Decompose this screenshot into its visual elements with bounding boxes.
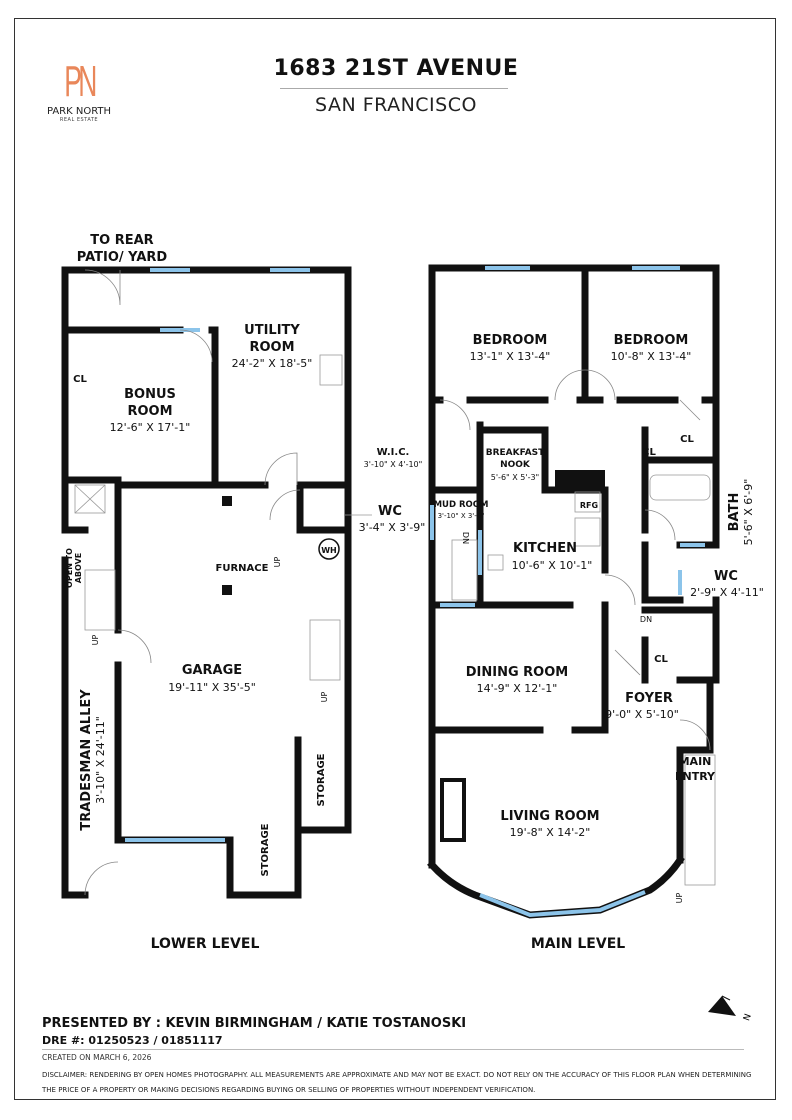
room-dims-bedroom: 13'-1" X 13'-4" [470, 350, 551, 363]
room-name-foyer: FOYER [625, 691, 673, 706]
room-dims-wc: 2'-9" X 4'-11" [690, 586, 764, 599]
room-name-nook: NOOK [500, 460, 531, 470]
level-label-lower: LOWER LEVEL [151, 936, 260, 952]
logo-name: PARK NORTH [46, 106, 112, 117]
room-name-dining: DINING ROOM [466, 665, 568, 680]
page-frame [14, 18, 776, 1100]
room-name-mud-room: MUD ROOM [434, 500, 489, 510]
stair-label: DN [640, 615, 652, 624]
main-entry-label: ENTRY [675, 770, 716, 783]
room-dims-wic: 3'-10" X 4'-10" [364, 460, 423, 469]
room-name-kitchen: KITCHEN [513, 541, 577, 556]
footer-divider [42, 1049, 744, 1050]
stair-label: UP [320, 691, 329, 702]
room-name-tradesman-alley: TRADESMAN ALLEY [79, 689, 94, 831]
exit-label: PATIO/ YARD [77, 250, 168, 265]
refrigerator-label: RFG [580, 501, 598, 510]
main-level-walls [427, 264, 720, 919]
room-name-living: LIVING ROOM [500, 809, 599, 824]
room-dims-wc: 3'-4" X 3'-9" [359, 521, 426, 534]
room-name-bonus: ROOM [127, 404, 172, 419]
compass-label: N [742, 1013, 754, 1023]
created-date: CREATED ON MARCH 6, 2026 [42, 1053, 152, 1062]
room-name-furnace: FURNACE [216, 563, 269, 574]
room-name-wic: W.I.C. [377, 447, 410, 458]
main-entry-label: MAIN [679, 755, 712, 768]
level-label-main: MAIN LEVEL [531, 936, 625, 952]
park-north-logo: PN PARK NORTH REAL ESTATE [36, 57, 122, 124]
room-name-closet: CL [680, 434, 694, 445]
room-dims-foyer: 9'-0" X 5'-10" [605, 708, 679, 721]
room-name-bath: BATH [727, 493, 742, 532]
room-dims-bonus: 12'-6" X 17'-1" [110, 421, 191, 434]
room-name-closet: CL [642, 447, 656, 458]
room-dims-tradesman-alley: 3'-10" X 24'-11" [94, 716, 107, 804]
room-dims-garage: 19'-11" X 35'-5" [168, 681, 256, 694]
logo-tagline: REAL ESTATE [59, 117, 99, 123]
logo-mark: PN [64, 57, 97, 106]
disclaimer: DISCLAIMER: RENDERING BY OPEN HOMES PHOT… [42, 1071, 752, 1094]
stair-label: UP [273, 556, 282, 567]
room-name-wc: WC [714, 569, 738, 584]
room-name-wc: WC [378, 504, 402, 519]
dre-numbers: DRE #: 01250523 / 01851117 [42, 1034, 223, 1047]
room-dims-dining: 14'-9" X 12'-1" [477, 682, 558, 695]
room-name-garage: GARAGE [182, 663, 242, 678]
open-to-above-label: ABOVE [74, 553, 83, 584]
exit-label: TO REAR [90, 233, 153, 248]
room-name-closet: CL [654, 654, 668, 665]
stair-label: DN [461, 532, 470, 544]
room-dims-nook: 5'-6" X 5'-3" [491, 473, 539, 482]
room-dims-bath: 5'-6" X 6'-9" [742, 479, 755, 546]
room-name-nook: BREAKFAST [486, 448, 545, 458]
room-dims-living: 19'-8" X 14'-2" [510, 826, 591, 839]
room-name-utility: ROOM [249, 340, 294, 355]
room-dims-mud-room: 3'-10" X 3'-6" [438, 512, 485, 520]
property-city: SAN FRANCISCO [315, 94, 477, 116]
room-dims-kitchen: 10'-6" X 10'-1" [512, 559, 593, 572]
room-name-closet: CL [73, 374, 87, 385]
room-name-bedroom: BEDROOM [614, 333, 689, 348]
lower-level-labels: TO REAR PATIO/ YARD UTILITY ROOM 24'-2" … [65, 233, 425, 952]
room-dims-utility: 24'-2" X 18'-5" [232, 357, 313, 370]
stair-label: UP [675, 892, 684, 903]
presented-by: PRESENTED BY : KEVIN BIRMINGHAM / KATIE … [42, 1016, 467, 1031]
room-name-storage: STORAGE [260, 823, 271, 876]
stair-label: UP [91, 634, 100, 645]
property-address: 1683 21ST AVENUE [273, 56, 519, 81]
room-name-storage: STORAGE [316, 753, 327, 806]
room-name-bonus: BONUS [124, 387, 176, 402]
open-to-above-label: OPEN TO [65, 548, 74, 588]
lower-level-walls [61, 266, 352, 899]
room-name-utility: UTILITY [244, 323, 300, 338]
water-heater-label: WH [321, 546, 337, 555]
title-divider [280, 88, 508, 89]
room-dims-bedroom: 10'-8" X 13'-4" [611, 350, 692, 363]
north-arrow-icon: N [708, 995, 754, 1023]
main-level-labels: BEDROOM 13'-1" X 13'-4" BEDROOM 10'-8" X… [364, 333, 764, 952]
room-name-bedroom: BEDROOM [473, 333, 548, 348]
